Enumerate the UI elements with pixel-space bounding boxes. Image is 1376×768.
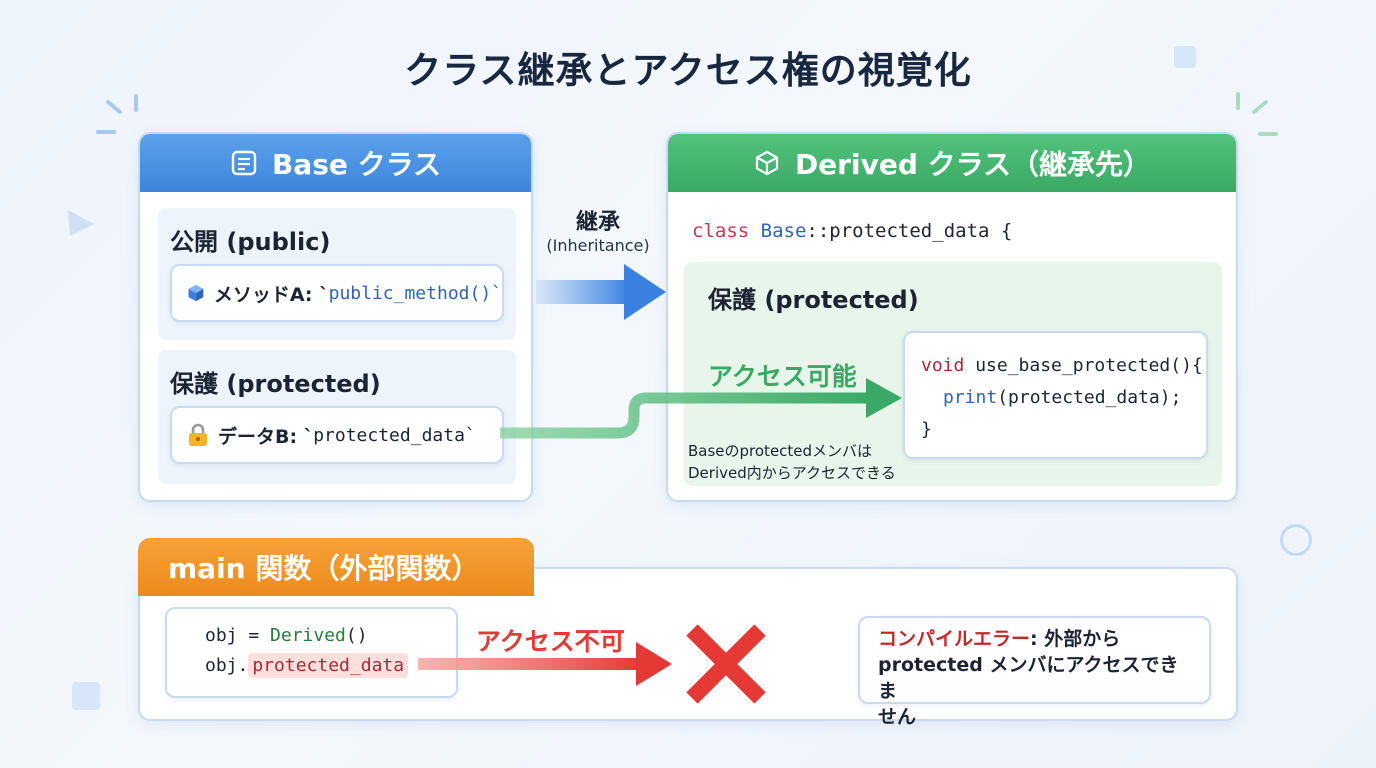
main-function-header-label: main 関数（外部関数）: [168, 552, 480, 585]
method-a-code: public_method()`: [328, 282, 502, 304]
main-code-derived-ctor: Derived: [270, 625, 346, 646]
main-code-line-2: obj.protected_data: [205, 653, 409, 678]
main-function-header: main 関数（外部関数）: [138, 538, 534, 596]
method-a-label: メソッドA: `: [213, 283, 329, 306]
base-class-header-label: Base クラス: [271, 148, 442, 181]
page-title: クラス継承とアクセス権の視覚化: [404, 49, 972, 92]
cube-icon: [188, 284, 204, 302]
main-code-obj-prefix: obj.: [205, 655, 249, 676]
code-line-1-rest: use_base_protected(){: [964, 355, 1203, 376]
main-code-protected-access: protected_data: [248, 653, 409, 678]
code-line-3: }: [921, 419, 932, 440]
main-code-line-1: obj = Derived(): [205, 625, 368, 646]
bg-triangle-left: [68, 210, 94, 236]
access-ok-label: アクセス可能: [708, 362, 857, 391]
main-code-box: obj = Derived() obj.protected_data: [165, 607, 458, 698]
decl-rest-text: ::protected_data {: [806, 220, 1013, 242]
bg-square-top-right: [1174, 46, 1196, 68]
inheritance-arrow: [536, 264, 666, 320]
access-ng-label: アクセス不可: [476, 627, 625, 656]
decl-rest: ::protected_data {: [806, 220, 1012, 242]
bg-sparkle-left: [96, 94, 138, 134]
derived-protected-title: 保護 (protected): [708, 286, 919, 314]
lock-icon: [189, 423, 207, 446]
main-code-obj-assign: obj =: [205, 625, 271, 646]
main-code-parens: (): [345, 625, 368, 646]
bg-square-bottom-left: [72, 682, 100, 710]
code-line-2-rest: (protected_data);: [997, 387, 1182, 408]
access-ng-arrow: [418, 642, 672, 686]
bg-sparkle-right: [1236, 92, 1278, 136]
code-line-2: print(protected_data);: [943, 387, 1181, 408]
data-b-label: データB: `: [218, 425, 314, 448]
compile-error-line-2: protected メンバにアクセスできま: [878, 654, 1179, 702]
cube-outline-icon: [755, 150, 779, 176]
compile-error-text-1: : 外部から: [1030, 628, 1121, 650]
code-void-keyword: void: [921, 355, 965, 376]
bg-ring: [1280, 524, 1312, 556]
data-b-item: データB: ` protected_data`: [170, 406, 504, 464]
derived-class-header-label: Derived クラス（継承先）: [794, 148, 1152, 181]
inheritance-label: 継承: [575, 210, 620, 235]
base-public-section: 公開 (public) メソッドA: ` public_method()`: [158, 208, 516, 340]
derived-code-box: void use_base_protected(){ print(protect…: [903, 331, 1208, 459]
compile-error-line-3: せん: [878, 706, 917, 728]
method-a-item: メソッドA: ` public_method()`: [170, 264, 504, 322]
derived-class-declaration: class Base::protected_data {: [692, 220, 1012, 242]
data-b-code: protected_data`: [313, 424, 476, 446]
code-print-fn: print: [943, 387, 998, 408]
base-class-card: Base クラス 公開 (public) メソッドA: ` public_met…: [138, 132, 533, 502]
base-protected-title: 保護 (protected): [170, 370, 381, 398]
derived-note-line-1: Baseのprotectedメンバは: [688, 442, 873, 460]
base-class-header: Base クラス: [140, 134, 531, 192]
derived-note-line-2: Derived内からアクセスできる: [688, 464, 896, 482]
cross-icon: [686, 624, 766, 704]
access-ok-arrow: [500, 378, 902, 439]
document-icon: [231, 150, 257, 176]
compile-error-note: コンパイルエラー: 外部から protected メンバにアクセスできま せん: [858, 616, 1211, 728]
inheritance-sublabel: (Inheritance): [546, 236, 650, 255]
base-protected-section: 保護 (protected) データB: ` protected_data`: [158, 350, 516, 484]
compile-error-line-1: コンパイルエラー: 外部から: [878, 626, 1191, 652]
decl-type: Base: [760, 220, 807, 242]
compile-error-prefix: コンパイルエラー: [878, 628, 1031, 650]
code-line-1: void use_base_protected(){: [921, 355, 1203, 376]
base-public-title: 公開 (public): [170, 228, 331, 256]
derived-class-header: Derived クラス（継承先）: [668, 134, 1236, 192]
decl-keyword: class: [692, 220, 750, 242]
